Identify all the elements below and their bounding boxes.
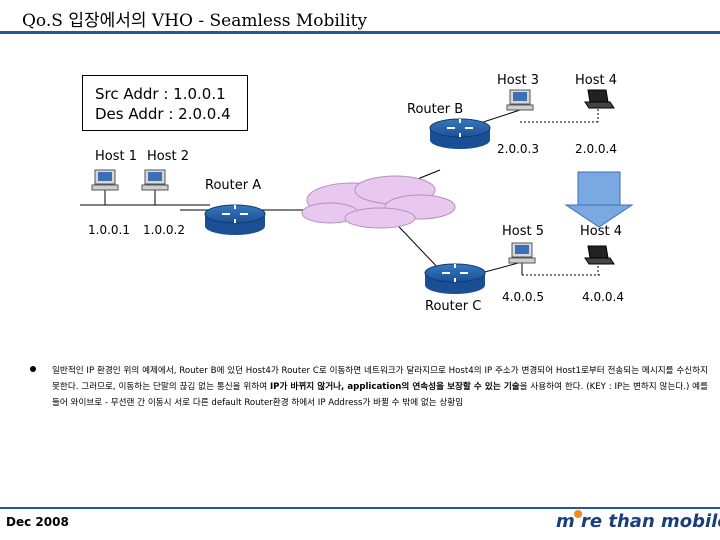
host5-pc-icon: [508, 242, 536, 264]
bullet-text-part1: 일반적인 IP 환경인 위의 예제에서, Router B에 있던 Host4가…: [52, 366, 708, 392]
host3-ip: 2.0.0.3: [497, 142, 539, 156]
host4-bottom-label: Host 4: [580, 224, 623, 239]
address-box: Src Addr : 1.0.0.1 Des Addr : 2.0.0.4: [82, 75, 248, 131]
bullet-text-bold: IP가 바뀌지 않거나, application의 연속성을 보장할 수 있는 …: [269, 382, 520, 392]
title-divider: [0, 31, 720, 34]
router-a-label: Router A: [205, 178, 262, 193]
logo-dot-icon: [574, 510, 582, 518]
internet-cloud: [301, 175, 456, 229]
host1-label: Host 1: [95, 149, 138, 164]
host2-label: Host 2: [147, 149, 190, 164]
host5-ip: 4.0.0.5: [502, 290, 544, 304]
host4-bottom-ip: 4.0.0.4: [582, 290, 624, 304]
bullet-icon: [30, 366, 36, 372]
router-b-icon: [429, 118, 491, 149]
router-c-label: Router C: [425, 299, 482, 314]
footer-divider: [0, 507, 720, 509]
host5-label: Host 5: [502, 224, 545, 239]
host-move-arrow: [564, 171, 634, 228]
host1-pc-icon: [91, 169, 119, 191]
host3-label: Host 3: [497, 73, 540, 88]
des-addr-text: Des Addr : 2.0.0.4: [95, 105, 231, 123]
host2-ip: 1.0.0.2: [143, 223, 185, 237]
host4-top-ip: 2.0.0.4: [575, 142, 617, 156]
bullet-paragraph: 일반적인 IP 환경인 위의 예제에서, Router B에 있던 Host4가…: [52, 363, 708, 411]
bullet-text-part2: 을 사용하여 한다. (KEY : IP는 변하지 않는다.) 예를 들어 와이…: [52, 382, 708, 408]
footer-date: Dec 2008: [6, 515, 69, 529]
host3-pc-icon: [506, 89, 534, 111]
brand-logo: m re than mobile: [556, 511, 720, 532]
host4-top-label: Host 4: [575, 73, 618, 88]
router-b-label: Router B: [407, 102, 464, 117]
router-a-icon: [204, 204, 266, 235]
page-title: Qo.S 입장에서의 VHO - Seamless Mobility: [22, 11, 368, 31]
host1-ip: 1.0.0.1: [88, 223, 130, 237]
src-addr-text: Src Addr : 1.0.0.1: [95, 85, 226, 103]
host4-bottom-laptop-icon: [584, 245, 615, 265]
host4-top-laptop-icon: [584, 89, 615, 109]
host2-pc-icon: [141, 169, 169, 191]
router-c-icon: [424, 263, 486, 294]
